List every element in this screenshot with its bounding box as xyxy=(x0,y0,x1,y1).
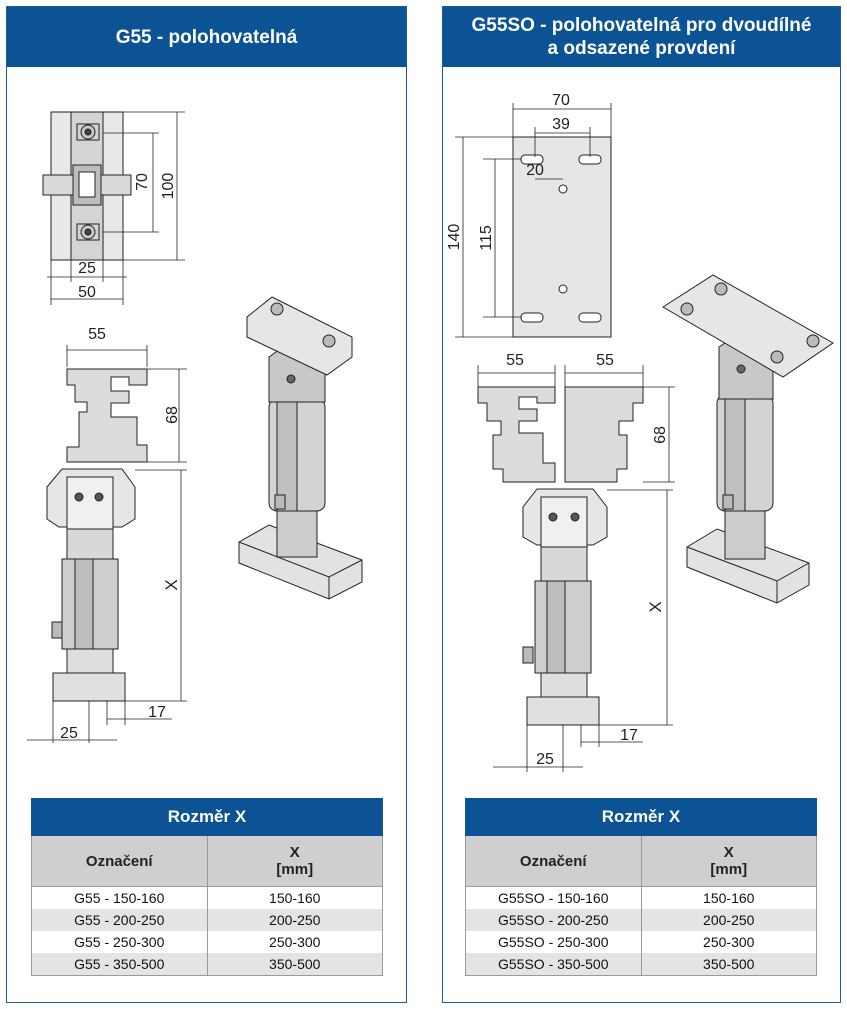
g55-profile-view xyxy=(27,345,187,743)
dim-140: 140 xyxy=(446,224,463,251)
table-title: Rozměr X xyxy=(31,798,383,836)
g55so-iso-view xyxy=(662,274,834,604)
panel-g55: G55 - polohovatelná 70 xyxy=(6,6,407,1003)
dim-25-top: 25 xyxy=(78,260,96,277)
dim-68: 68 xyxy=(652,426,669,444)
g55so-plate-view xyxy=(455,103,612,338)
dim-x: X xyxy=(646,601,665,612)
dim-100: 100 xyxy=(160,173,177,200)
g55-top-view xyxy=(42,111,185,305)
col-header-oznaceni: Označení xyxy=(465,835,642,887)
dim-17: 17 xyxy=(148,704,166,721)
table-title: Rozměr X xyxy=(465,798,817,836)
dim-25: 25 xyxy=(536,751,554,768)
dim-70: 70 xyxy=(134,173,151,191)
dim-55: 55 xyxy=(88,326,106,343)
dim-70: 70 xyxy=(552,92,570,109)
dim-x: X xyxy=(162,579,181,590)
dim-20: 20 xyxy=(526,162,544,179)
dim-55-left: 55 xyxy=(506,352,524,369)
panel-title: G55 - polohovatelná xyxy=(7,7,406,67)
g55so-profile-view xyxy=(477,365,675,772)
dim-25-bottom: 25 xyxy=(60,725,78,742)
dim-55-right: 55 xyxy=(596,352,614,369)
dim-50: 50 xyxy=(78,284,96,301)
dim-115: 115 xyxy=(478,225,495,251)
col-header-oznaceni: Označení xyxy=(31,835,208,887)
g55-iso-view xyxy=(238,296,363,600)
dim-17: 17 xyxy=(620,727,638,744)
col-header-x: X[mm] xyxy=(206,835,383,887)
dim-39: 39 xyxy=(552,116,570,133)
col-header-x: X[mm] xyxy=(640,835,817,887)
g55so-technical-drawing: 70 39 20 140 115 xyxy=(446,92,834,772)
g55-technical-drawing: 70 100 25 50 xyxy=(27,111,363,743)
dim-68: 68 xyxy=(164,406,181,424)
